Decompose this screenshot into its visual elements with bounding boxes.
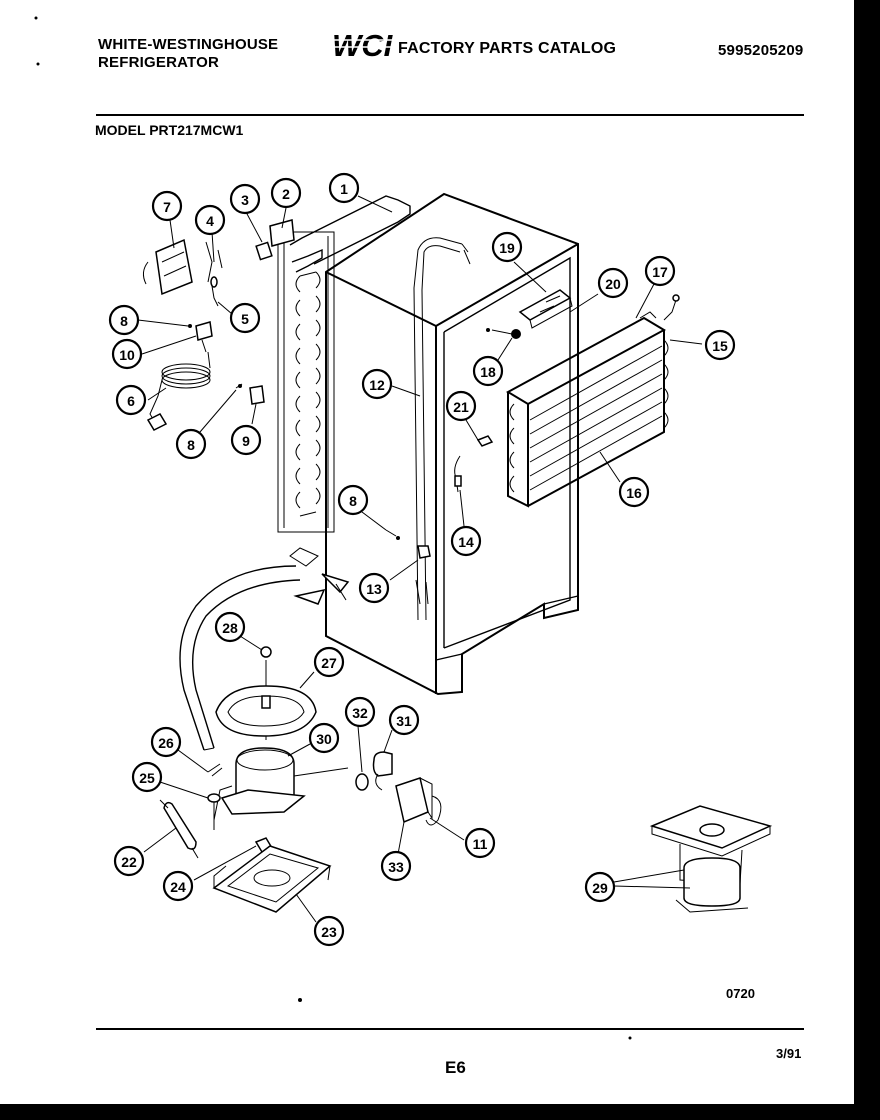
compressor-assembly [159, 646, 442, 913]
svg-text:12: 12 [369, 377, 385, 393]
svg-text:31: 31 [396, 713, 412, 729]
catalog-title: FACTORY PARTS CATALOG [398, 40, 617, 57]
callout-13: 13 [358, 572, 390, 604]
callout-33: 33 [380, 850, 412, 882]
svg-text:16: 16 [626, 485, 642, 501]
condenser-coil [277, 195, 411, 567]
callout-14: 14 [450, 525, 482, 557]
svg-text:14: 14 [458, 534, 474, 550]
callout-28: 28 [214, 611, 246, 643]
brand-line-1: WHITE-WESTINGHOUSE [98, 36, 279, 53]
callout-6: 6 [115, 384, 147, 416]
svg-text:20: 20 [605, 276, 621, 292]
callout-29: 29 [584, 871, 616, 903]
callout-15: 15 [704, 329, 736, 361]
callout-18: 18 [472, 355, 504, 387]
callout-8b: 8 [175, 428, 207, 460]
callout-7: 7 [151, 190, 183, 222]
svg-text:23: 23 [321, 924, 337, 940]
model-line: MODEL PRT217MCW1 [95, 122, 244, 138]
svg-text:28: 28 [222, 620, 238, 636]
svg-text:5: 5 [241, 311, 249, 327]
svg-text:21: 21 [453, 399, 469, 415]
svg-text:6: 6 [127, 393, 135, 409]
svg-text:11: 11 [473, 836, 488, 852]
callout-30: 30 [308, 722, 340, 754]
callout-1: 1 [328, 172, 360, 204]
footer-rule [96, 1028, 804, 1030]
revision-date: 3/91 [776, 1046, 802, 1061]
catalog-number: 5995205209 [718, 42, 804, 59]
svg-text:29: 29 [592, 880, 608, 896]
svg-text:32: 32 [352, 705, 368, 721]
svg-text:9: 9 [242, 433, 250, 449]
callout-32: 32 [344, 696, 376, 728]
callout-27: 27 [313, 646, 345, 678]
svg-text:19: 19 [499, 240, 515, 256]
callout-20: 20 [597, 267, 629, 299]
svg-text:24: 24 [170, 879, 186, 895]
diagram-code: 0720 [726, 986, 755, 1001]
callout-9: 9 [230, 424, 262, 456]
evaporator-coil [505, 294, 680, 508]
svg-text:8: 8 [120, 313, 128, 329]
svg-text:10: 10 [119, 347, 135, 363]
svg-text:26: 26 [158, 735, 174, 751]
svg-text:7: 7 [163, 199, 171, 215]
refrigerator-cabinet [325, 192, 579, 696]
callout-23: 23 [313, 915, 345, 947]
svg-text:15: 15 [712, 338, 728, 354]
callout-16: 16 [618, 476, 650, 508]
svg-text:8: 8 [187, 437, 195, 453]
page-label: E6 [445, 1058, 466, 1077]
wci-logo: WCI [330, 28, 394, 62]
wci-logo-text: WCI [332, 28, 394, 62]
callout-19: 19 [491, 231, 523, 263]
callout-5: 5 [229, 302, 261, 334]
svg-text:17: 17 [652, 264, 668, 280]
callout-25: 25 [131, 761, 163, 793]
callout-12: 12 [361, 368, 393, 400]
header-rule [96, 114, 804, 116]
callout-31: 31 [388, 704, 420, 736]
svg-text:1: 1 [340, 181, 348, 197]
svg-text:22: 22 [121, 854, 137, 870]
cabinet-small-parts [293, 289, 573, 605]
svg-text:4: 4 [206, 213, 214, 229]
svg-text:33: 33 [388, 859, 404, 875]
alternate-compressor [649, 805, 773, 913]
callout-2: 2 [270, 177, 302, 209]
callout-3: 3 [229, 183, 261, 215]
brand-line-2: REFRIGERATOR [98, 54, 220, 71]
callout-17: 17 [644, 255, 676, 287]
callout-24: 24 [162, 870, 194, 902]
callout-10: 10 [111, 338, 143, 370]
callout-8a: 8 [108, 304, 140, 336]
leader-lines [137, 195, 703, 923]
svg-text:13: 13 [366, 581, 382, 597]
callout-4: 4 [194, 204, 226, 236]
svg-text:27: 27 [321, 655, 337, 671]
callout-22: 22 [113, 845, 145, 877]
svg-text:30: 30 [316, 731, 332, 747]
svg-text:3: 3 [241, 192, 249, 208]
svg-text:2: 2 [282, 186, 290, 202]
callout-21: 21 [445, 390, 477, 422]
callout-11: 11 [464, 827, 496, 859]
callout-26: 26 [150, 726, 182, 758]
svg-text:25: 25 [139, 770, 155, 786]
refrigerant-tubing [179, 565, 301, 751]
control-parts [142, 219, 295, 431]
svg-text:18: 18 [480, 364, 496, 380]
svg-text:8: 8 [349, 493, 357, 509]
callout-8c: 8 [337, 484, 369, 516]
